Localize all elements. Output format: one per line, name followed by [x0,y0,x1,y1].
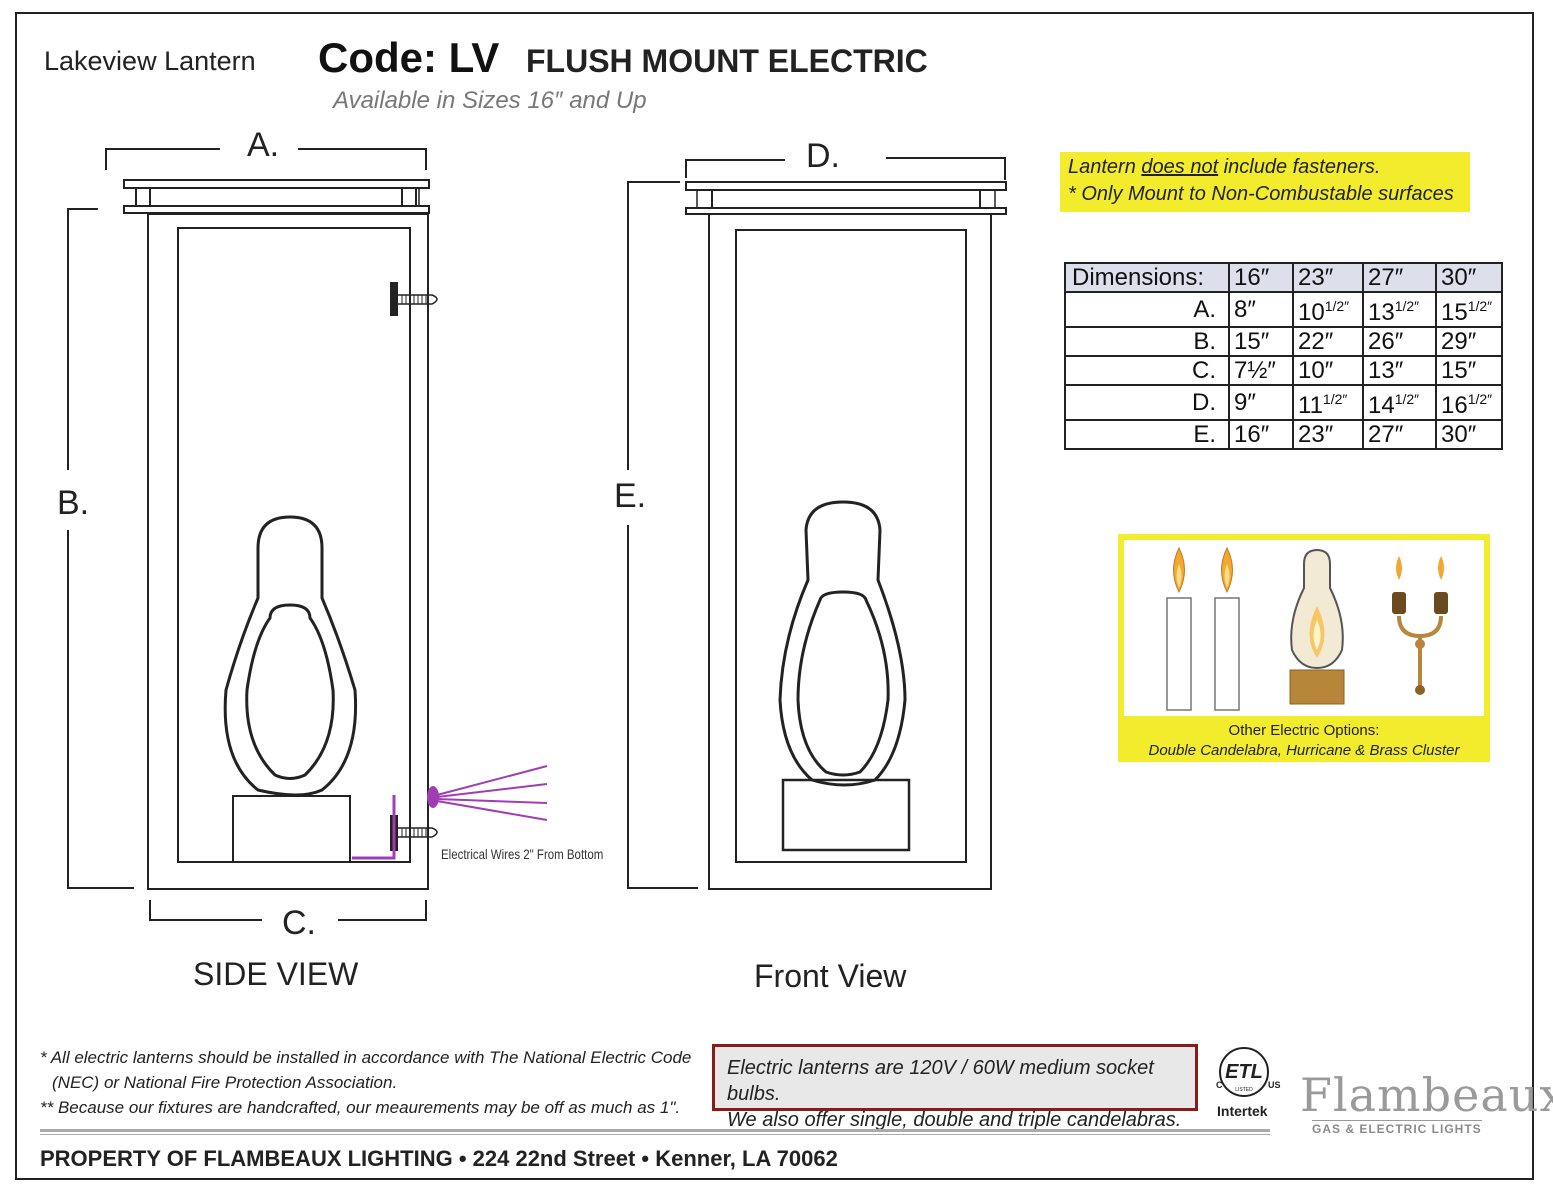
product-name: Lakeview Lantern [44,46,256,76]
table-cell: 27″ [1362,419,1437,450]
row-label: D. [1064,384,1230,421]
table-cell: 161/2″ [1435,384,1503,421]
footer-divider [40,1129,1270,1132]
footer-divider-thin [40,1134,1270,1135]
side-view-label: SIDE VIEW [193,956,359,992]
table-header-cell: Dimensions: [1064,262,1230,293]
table-cell: 101/2″ [1292,291,1364,328]
table-cell: 151/2″ [1435,291,1503,328]
etl-mark: ETL [1225,1061,1263,1083]
dim-label-b: B. [57,484,90,522]
etl-c: C [1216,1080,1223,1090]
notice-post: include fasteners. [1218,156,1381,178]
table-row: D. 9″ 111/2″ 141/2″ 161/2″ [1064,384,1503,421]
dim-label-c: C. [282,904,316,942]
table-cell: 15″ [1228,326,1294,357]
table-header-cell: 23″ [1292,262,1364,293]
wire-note: Electrical Wires 2" From Bottom [441,846,604,862]
dimensions-table: Dimensions: 16″ 23″ 27″ 30″ A. 8″ 101/2″… [1064,262,1503,450]
intertek-label: Intertek [1217,1103,1268,1119]
table-row: A. 8″ 101/2″ 131/2″ 151/2″ [1064,291,1503,328]
page-border [15,12,1534,1180]
table-header-row: Dimensions: 16″ 23″ 27″ 30″ [1064,262,1503,293]
options-text: Other Electric Options: Double Candelabr… [1124,721,1484,761]
table-cell: 30″ [1435,419,1503,450]
table-cell: 13″ [1362,355,1437,386]
table-header-cell: 16″ [1228,262,1294,293]
etl-listed: LISTED [1235,1087,1253,1093]
table-row: B. 15″ 22″ 26″ 29″ [1064,326,1503,357]
footnotes: * All electric lanterns should be instal… [40,1045,691,1120]
notice-underlined: does not [1141,156,1219,178]
electric-options-box: Other Electric Options: Double Candelabr… [1118,534,1490,762]
table-header-cell: 27″ [1362,262,1437,293]
notice-pre: Lantern [1068,156,1142,178]
table-cell: 10″ [1292,355,1364,386]
brand-logo: Flambeaux [1300,1068,1553,1122]
table-cell: 8″ [1228,291,1294,328]
dim-label-a: A. [247,126,280,164]
double-candelabra-icon [1166,546,1240,711]
row-label: C. [1064,355,1230,386]
table-cell: 16″ [1228,419,1294,450]
table-row: C. 7½″ 10″ 13″ 15″ [1064,355,1503,386]
mount-type: FLUSH MOUNT ELECTRIC [526,43,928,79]
hurricane-icon [1289,548,1345,705]
table-cell: 131/2″ [1362,291,1437,328]
side-view-drawing [67,148,438,921]
options-illustrations [1124,540,1484,716]
table-row: E. 16″ 23″ 27″ 30″ [1064,419,1503,450]
dim-label-e: E. [614,477,647,515]
table-cell: 9″ [1228,384,1294,421]
brand-tagline: GAS & ELECTRIC LIGHTS [1312,1120,1482,1136]
table-cell: 23″ [1292,419,1364,450]
table-cell: 26″ [1362,326,1437,357]
options-title: Other Electric Options: [1228,722,1380,739]
table-header-cell: 30″ [1435,262,1503,293]
options-list: Double Candelabra, Hurricane & Brass Clu… [1148,742,1460,759]
lantern-drawings [67,148,1007,921]
dim-label-d: D. [806,137,840,175]
table-cell: 111/2″ [1292,384,1364,421]
row-label: B. [1064,326,1230,357]
sizes-note: Available in Sizes 16″ and Up [333,87,647,114]
row-label: E. [1064,419,1230,450]
table-cell: 15″ [1435,355,1503,386]
notice-line2: * Only Mount to Non-Combustable surfaces [1068,183,1454,205]
etl-listed-icon: ETL C US LISTED [1216,1047,1281,1097]
front-view-drawing [627,157,1007,890]
footnote-line1: * All electric lanterns should be instal… [40,1048,692,1067]
brass-cluster-icon [1392,556,1448,695]
table-cell: 7½″ [1228,355,1294,386]
product-code: Code: LV [318,34,500,81]
table-cell: 22″ [1292,326,1364,357]
spec-line1: Electric lanterns are 120V / 60W medium … [727,1057,1154,1105]
fastener-notice: Lantern does not include fasteners. * On… [1060,152,1470,212]
row-label: A. [1064,291,1230,328]
etl-us: US [1268,1080,1281,1090]
footnote-line2: (NEC) or National Fire Protection Associ… [52,1073,398,1092]
electrical-spec-box: Electric lanterns are 120V / 60W medium … [712,1044,1198,1131]
spec-line2: We also offer single, double and triple … [727,1109,1182,1131]
property-line: PROPERTY OF FLAMBEAUX LIGHTING • 224 22n… [40,1146,838,1171]
footnote-line3: ** Because our fixtures are handcrafted,… [40,1098,681,1117]
front-view-label: Front View [754,958,907,994]
electrical-wires [352,765,548,860]
options-illustration-svg [1166,546,1448,711]
table-cell: 29″ [1435,326,1503,357]
table-cell: 141/2″ [1362,384,1437,421]
